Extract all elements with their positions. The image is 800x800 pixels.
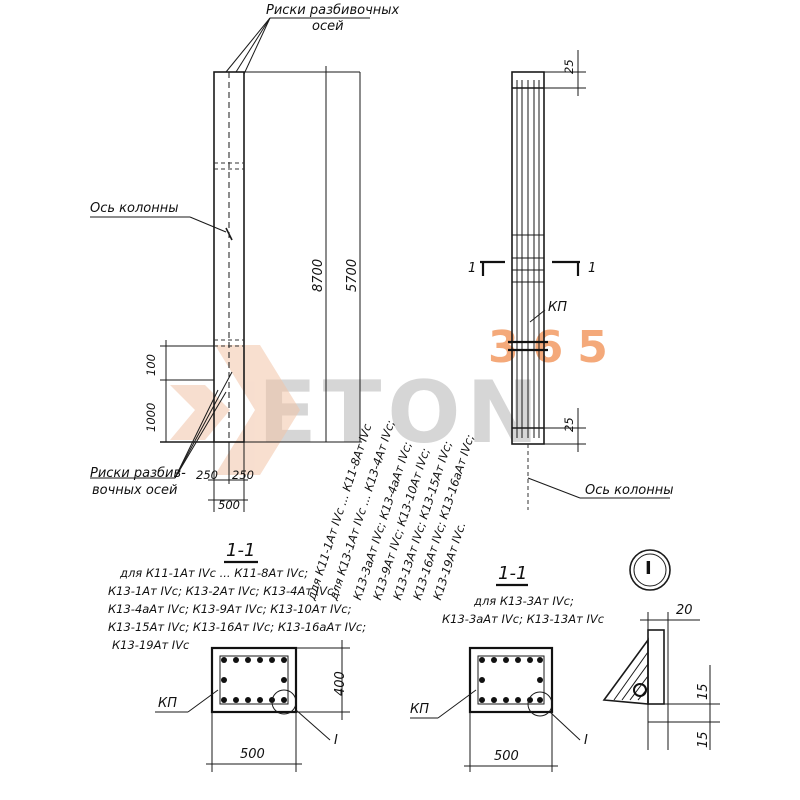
dim-250-b: 250 bbox=[232, 468, 254, 482]
column-reinforcement-right bbox=[480, 50, 670, 510]
note-left-line-3: К13-4аАт IVс; К13-9Ат IVс; К13-10Ат IVс; bbox=[108, 602, 352, 616]
sec-left-height: 400 bbox=[333, 671, 348, 696]
note-right-line-2: К13-3аАт IVс; К13-13Ат IVс bbox=[442, 612, 605, 626]
section-right bbox=[410, 583, 581, 772]
watermark-logo-icon bbox=[170, 345, 300, 475]
column-elevation-left bbox=[90, 17, 370, 512]
note-left-line-2: К13-1Ат IVс; К13-2Ат IVс; К13-4Ат IVс; bbox=[108, 584, 338, 598]
dim-100: 100 bbox=[144, 354, 158, 376]
note-right-line-1: для К13-3Ат IVс; bbox=[474, 594, 574, 608]
dim-250-a: 250 bbox=[196, 468, 218, 482]
detail-dim-20: 20 bbox=[676, 603, 693, 618]
risk-top-label: Риски разбивочных bbox=[266, 3, 400, 18]
cut-mark-right: 1 bbox=[588, 261, 597, 276]
detail-circle-label: I bbox=[645, 558, 652, 579]
rebar-dots-right bbox=[479, 657, 543, 703]
kp-label-section-right: КП bbox=[410, 702, 430, 717]
dim-25-top: 25 bbox=[562, 59, 576, 74]
cut-mark-left: 1 bbox=[468, 261, 477, 276]
dim-8700: 8700 bbox=[311, 258, 326, 292]
dim-500: 500 bbox=[218, 498, 240, 512]
note-left-line-1: для К11-1Ат IVс ... К11-8Ат IVс; bbox=[120, 566, 309, 580]
section-left bbox=[155, 560, 350, 772]
note-left-line-4: К13-15Ат IVс; К13-16Ат IVс; К13-16аАт IV… bbox=[108, 620, 367, 634]
kp-label-right-column: КП bbox=[548, 300, 568, 315]
sec-left-width: 500 bbox=[240, 747, 265, 762]
risk-bottom-label-line2: вочных осей bbox=[92, 483, 178, 498]
detail-dim-15-a: 15 bbox=[696, 683, 711, 700]
detail-one bbox=[602, 549, 720, 750]
risk-bottom-label: Риски разбив- bbox=[90, 466, 186, 481]
detail-dim-15-b: 15 bbox=[696, 731, 711, 748]
dim-5700: 5700 bbox=[345, 258, 360, 292]
sec-right-width: 500 bbox=[494, 749, 519, 764]
os-kolonny-left-label: Ось колонны bbox=[90, 201, 179, 216]
watermark-top-text: 365 bbox=[488, 322, 622, 373]
section-title-right: 1-1 bbox=[498, 563, 528, 584]
note-left-line-5: К13-19Ат IVс bbox=[112, 638, 190, 652]
os-kolonny-right-label: Ось колонны bbox=[585, 483, 674, 498]
risk-top-label-line2: осей bbox=[312, 19, 344, 34]
rebar-dots-left bbox=[221, 657, 287, 703]
detail-ref-left: I bbox=[334, 733, 338, 748]
section-title-left: 1-1 bbox=[226, 540, 256, 561]
detail-ref-right: I bbox=[584, 733, 588, 748]
dim-25-bottom: 25 bbox=[562, 417, 576, 432]
kp-label-section-left: КП bbox=[158, 696, 178, 711]
dim-1000: 1000 bbox=[144, 402, 158, 432]
